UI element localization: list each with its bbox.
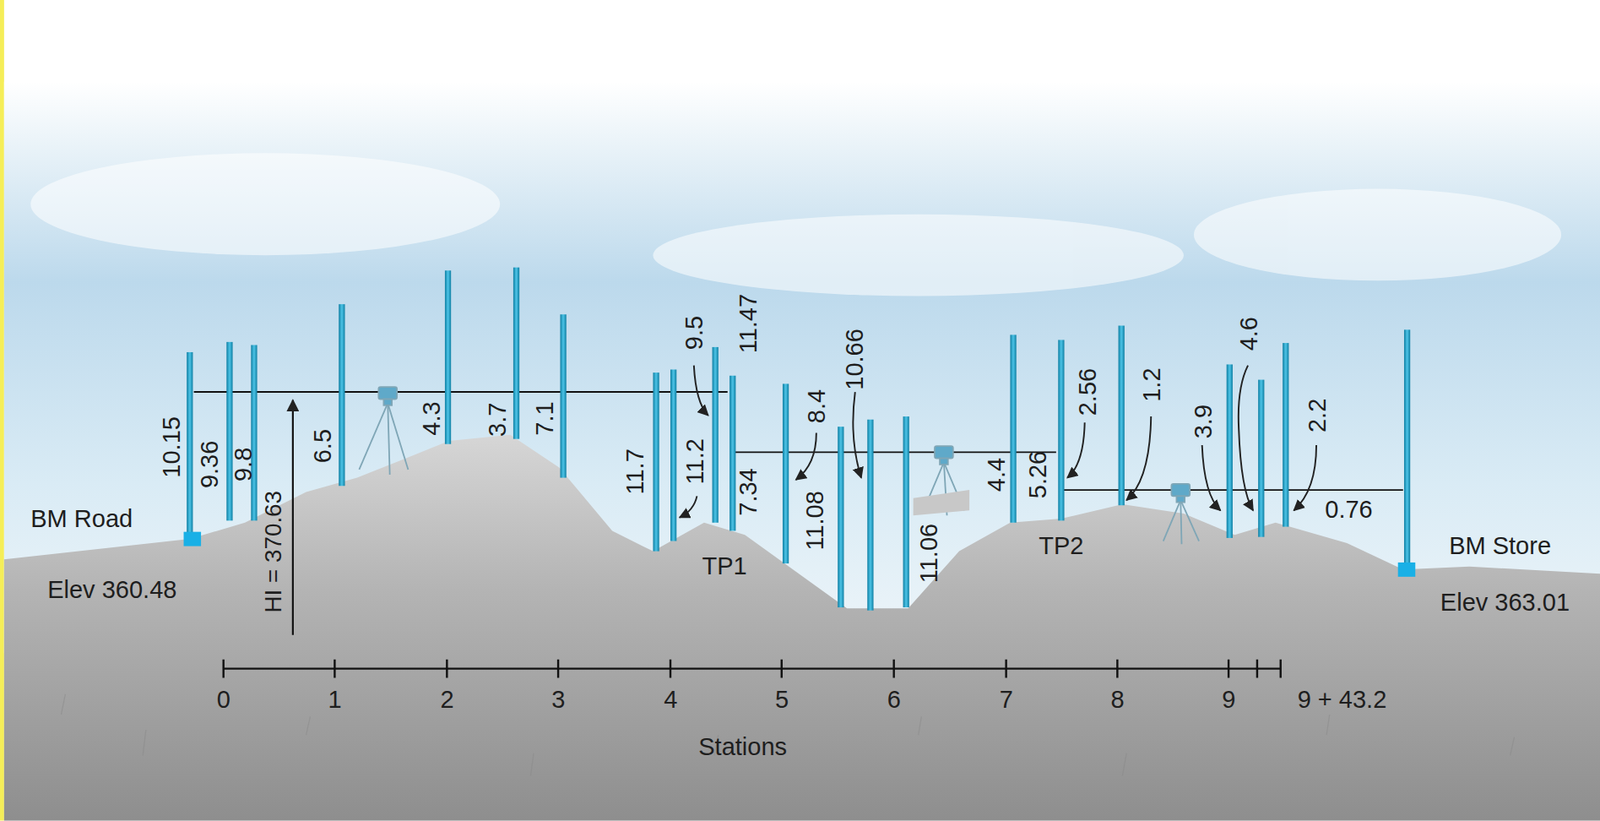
rod-reading: 4.6 — [1236, 316, 1261, 351]
rod-reading: 11.08 — [802, 490, 828, 550]
edge-stripe — [0, 0, 5, 821]
turning-point: TP2 — [1038, 533, 1084, 559]
rod-reading: 11.06 — [916, 523, 941, 583]
rod-reading: 9.5 — [682, 315, 707, 350]
rod-reading: 9.8 — [230, 447, 255, 482]
leveling-rods — [186, 267, 1411, 611]
benchmarks — [184, 531, 1416, 577]
rod-reading: 1.2 — [1138, 367, 1164, 402]
rod-reading: 3.7 — [484, 402, 510, 437]
level-instruments — [358, 386, 1199, 544]
station-number: 0 — [216, 686, 231, 711]
station-number: 2 — [439, 686, 454, 711]
rod-reading: 0.76 — [1324, 497, 1373, 522]
rod-reading: 8.4 — [804, 389, 830, 424]
rod-reading: 3.9 — [1191, 404, 1216, 439]
hi-arrow — [292, 400, 294, 635]
station-number: 9 — [1221, 686, 1236, 711]
station-number: 5 — [775, 686, 789, 711]
rod-reading: 7.1 — [531, 401, 557, 435]
benchmark-label: BM Store — [1448, 533, 1552, 559]
terrain — [4, 434, 1600, 821]
axis-title: Stations — [698, 734, 787, 760]
station-number: 1 — [328, 686, 342, 711]
rod-reading: 7.34 — [735, 467, 760, 516]
station-number: 7 — [999, 686, 1014, 711]
sight-lines — [194, 391, 1404, 490]
rod-reading: 6.5 — [310, 428, 336, 463]
station-number: 4 — [663, 686, 678, 711]
rod-reading: 11.2 — [682, 438, 707, 484]
rod-reading: 5.26 — [1025, 450, 1050, 499]
rod-reading: 11.47 — [736, 293, 761, 353]
station-number: 3 — [551, 686, 565, 711]
rod-reading: 11.7 — [622, 448, 647, 494]
rod-reading: 10.15 — [159, 416, 185, 478]
turning-point: TP1 — [701, 553, 747, 579]
rock — [913, 489, 970, 516]
clouds — [30, 152, 1562, 296]
station-number: 6 — [887, 686, 901, 711]
rod-reading: 4.3 — [418, 401, 444, 435]
elevation-label: Elev 360.48 — [47, 577, 177, 603]
station-number: 9 + 43.2 — [1297, 686, 1388, 711]
rod-reading: 9.36 — [196, 440, 222, 489]
rod-reading: 10.66 — [842, 328, 868, 391]
rod-reading: 2.2 — [1304, 398, 1329, 433]
elevation-label: Elev 363.01 — [1440, 590, 1570, 615]
leader-arrows — [679, 365, 1317, 518]
rod-reading: 4.4 — [983, 457, 1009, 492]
instrument-height: HI = 370.63 — [261, 489, 286, 612]
rod-reading: 2.56 — [1075, 368, 1101, 416]
benchmark-label: BM Road — [30, 505, 133, 531]
station-axis — [223, 659, 1281, 678]
station-number: 8 — [1111, 686, 1125, 711]
